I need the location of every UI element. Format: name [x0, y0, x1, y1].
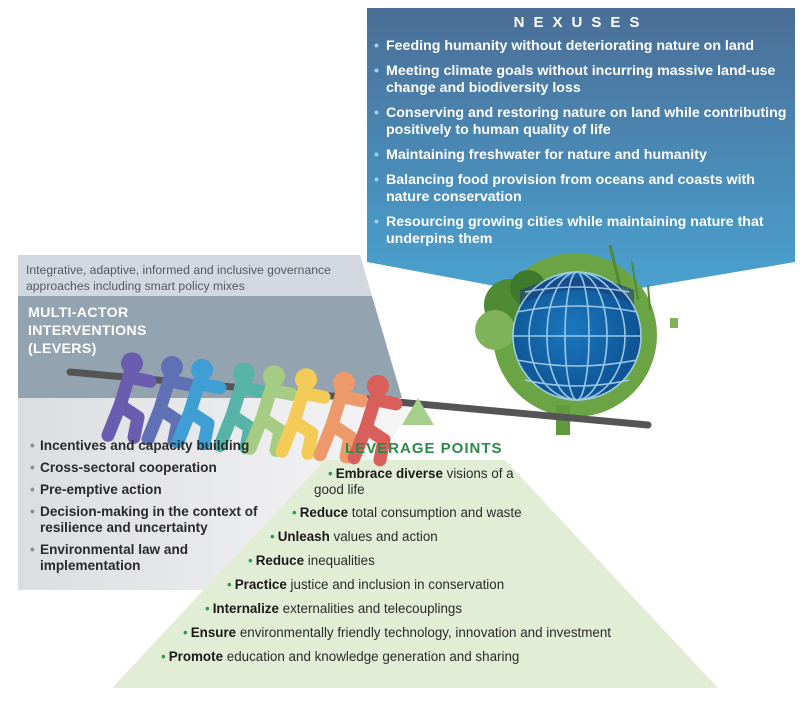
- bullet-icon: •: [374, 63, 379, 79]
- bullet-icon: •: [30, 460, 35, 475]
- nexuses-list: •Feeding humanity without deteriorating …: [372, 38, 787, 256]
- person-pulling-icon: [347, 374, 403, 467]
- person-pulling-icon: [243, 365, 299, 457]
- levers-list: •Incentives and capacity building •Cross…: [28, 438, 278, 580]
- bullet-icon: •: [374, 105, 379, 121]
- leverage-point-item: •Ensure environmentally friendly technol…: [183, 625, 612, 640]
- lever-item: •Cross-sectoral cooperation: [30, 460, 217, 475]
- leverage-point-item: •Reduce total consumption and waste: [292, 505, 522, 520]
- lever-item: •Incentives and capacity building: [30, 438, 250, 453]
- leverage-points-title: LEVERAGE POINTS: [345, 440, 503, 457]
- bullet-icon: •: [270, 529, 275, 544]
- person-pulling-icon: [213, 362, 269, 455]
- leverage-point-item: •Embrace diverse visions of a good life: [314, 466, 514, 497]
- bullet-icon: •: [30, 542, 35, 557]
- nexus-item: •Feeding humanity without deteriorating …: [374, 38, 755, 54]
- bullet-icon: •: [328, 466, 333, 481]
- tug-of-war-figures: [101, 352, 403, 467]
- nexus-item: •Meeting climate goals without incurring…: [374, 63, 776, 96]
- nexus-item: •Balancing food provision from oceans an…: [374, 172, 755, 205]
- nexus-item: •Maintaining freshwater for nature and h…: [374, 147, 707, 163]
- person-pulling-icon: [275, 368, 331, 460]
- bullet-icon: •: [292, 505, 297, 520]
- bullet-icon: •: [205, 601, 210, 616]
- bullet-icon: •: [227, 577, 232, 592]
- person-pulling-icon: [313, 371, 369, 464]
- levers-title: MULTI-ACTOR INTERVENTIONS (LEVERS): [28, 305, 147, 357]
- bullet-icon: •: [248, 553, 253, 568]
- nexus-item: •Resourcing growing cities while maintai…: [374, 214, 764, 247]
- nexus-item: •Conserving and restoring nature on land…: [374, 105, 787, 138]
- bullet-icon: •: [30, 504, 35, 519]
- leverage-points-pyramid: [112, 460, 718, 688]
- lever-item: •Pre-emptive action: [30, 482, 162, 497]
- bullet-icon: •: [374, 38, 379, 54]
- bullet-icon: •: [183, 625, 188, 640]
- leverage-point-item: •Practice justice and inclusion in conse…: [227, 577, 505, 592]
- bullet-icon: •: [374, 172, 379, 188]
- governance-text: Integrative, adaptive, informed and incl…: [26, 263, 331, 293]
- person-pulling-icon: [101, 352, 157, 444]
- bullet-icon: •: [374, 147, 379, 163]
- nexuses-panel: [367, 8, 795, 300]
- person-pulling-icon: [141, 355, 197, 448]
- nexuses-title: NEXUSES: [513, 14, 649, 31]
- bullet-icon: •: [374, 214, 379, 230]
- bullet-icon: •: [161, 649, 166, 664]
- leverage-point-item: •Reduce inequalities: [248, 553, 375, 568]
- leverage-point-item: •Unleash values and action: [270, 529, 438, 544]
- governance-band: [18, 255, 372, 296]
- fulcrum-icon: [402, 398, 434, 425]
- bullet-icon: •: [30, 482, 35, 497]
- lever-item: •Decision-making in the context of resil…: [30, 504, 258, 535]
- leverage-point-item: •Promote education and knowledge generat…: [161, 649, 520, 664]
- lever-item: •Environmental law and implementation: [30, 542, 189, 573]
- leverage-point-item: •Internalize externalities and telecoupl…: [205, 601, 463, 616]
- person-pulling-icon: [171, 358, 227, 451]
- globe-icon: [512, 271, 642, 401]
- bullet-icon: •: [30, 438, 35, 453]
